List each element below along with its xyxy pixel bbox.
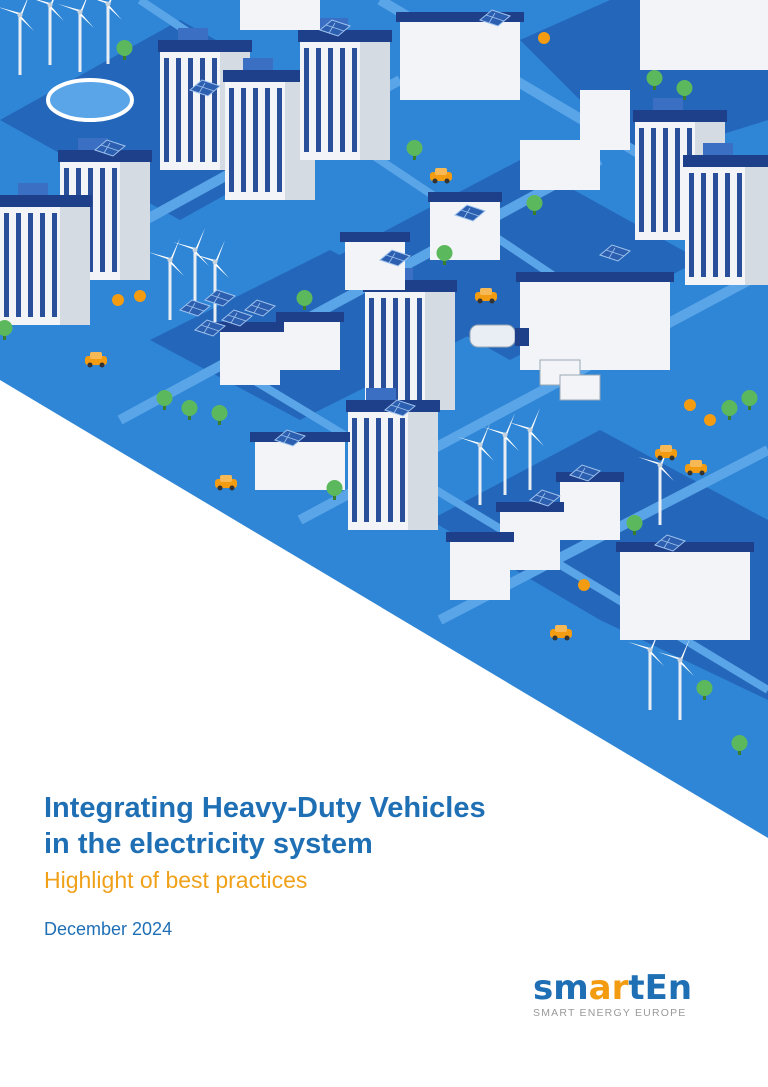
logo-word-part-3: tEn bbox=[628, 968, 693, 1008]
logo-word-part-1: sm bbox=[533, 968, 589, 1008]
smarten-logo: smartEn SMART ENERGY EUROPE bbox=[533, 970, 715, 1022]
logo-tagline: SMART ENERGY EUROPE bbox=[533, 1007, 687, 1019]
city-illustration bbox=[0, 0, 768, 838]
report-subtitle: Highlight of best practices bbox=[44, 867, 308, 893]
title-block: Integrating Heavy-Duty Vehicles in the e… bbox=[44, 790, 684, 895]
publication-date: December 2024 bbox=[44, 919, 173, 939]
report-title-line-2: in the electricity system bbox=[44, 828, 373, 860]
logo-wordmark: smartEn bbox=[533, 970, 715, 1006]
report-title-line-1: Integrating Heavy-Duty Vehicles bbox=[44, 792, 486, 824]
logo-word-part-2: ar bbox=[588, 968, 629, 1008]
